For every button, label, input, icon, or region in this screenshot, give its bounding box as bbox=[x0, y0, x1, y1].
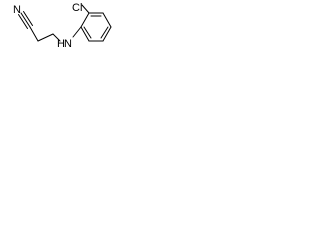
chlorine-bond bbox=[81, 4, 90, 14]
nitrile-triple-bond-2 bbox=[18, 14, 28, 29]
nitrile-triple-bond-1 bbox=[20, 12, 31, 28]
chlorine-label: Cl bbox=[72, 2, 82, 14]
ring-bond-6 bbox=[80, 12, 90, 28]
ring-bond-2 bbox=[102, 12, 112, 28]
ring-double-bond-b bbox=[100, 26, 109, 39]
nh-ch2-bond bbox=[52, 33, 61, 42]
ring-bond-3 bbox=[102, 26, 112, 42]
nitrile-nitrogen-label: N bbox=[13, 4, 21, 16]
ring-nh-bond bbox=[72, 26, 82, 38]
amine-hydrogen-label: H bbox=[57, 38, 65, 50]
ch2-cn-bond bbox=[29, 26, 39, 42]
structure-canvas: Cl N N H bbox=[0, 0, 119, 61]
ch2-ch2-bond bbox=[37, 33, 54, 42]
amine-nitrogen-label: N bbox=[64, 38, 72, 50]
nitrile-triple-bond-3 bbox=[23, 11, 33, 26]
ring-bond-5 bbox=[80, 26, 90, 42]
ring-double-bond-c bbox=[83, 26, 92, 39]
chemical-structure-diagram: Cl N N H bbox=[13, 2, 112, 50]
